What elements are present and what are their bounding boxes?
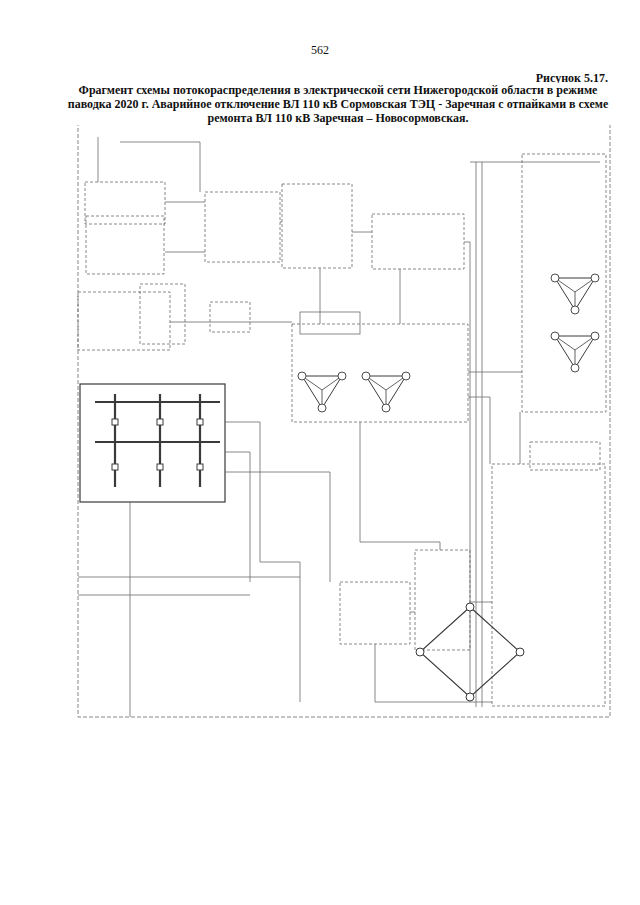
ring-node (516, 648, 524, 656)
bus-bar (95, 401, 220, 403)
transformer-symbol (298, 372, 346, 412)
ring-node (466, 603, 474, 611)
power-line (470, 602, 492, 603)
power-line (98, 137, 99, 182)
transformer-symbol (362, 372, 410, 412)
substation-block (80, 384, 225, 502)
substation-frame (292, 324, 468, 422)
power-line (165, 202, 205, 203)
substation-frame (140, 284, 185, 344)
power-line (280, 222, 282, 223)
bus-bar (114, 394, 116, 487)
substation-frame (78, 292, 170, 350)
bus-bar (159, 394, 161, 487)
power-line (482, 162, 483, 707)
substation-frame (85, 182, 165, 224)
power-line (468, 397, 490, 464)
power-line (225, 472, 330, 582)
power-line (150, 122, 610, 717)
figure-caption-holder: Фрагмент схемы потокораспределения в эле… (58, 83, 618, 126)
power-line (476, 162, 477, 707)
power-line (78, 122, 610, 717)
power-line (170, 322, 292, 323)
substation-frame (530, 442, 600, 470)
switch-symbol (112, 464, 118, 470)
switch-symbol (112, 419, 118, 425)
power-line (470, 162, 600, 163)
substation-frame (86, 216, 164, 274)
switch-symbol (157, 419, 163, 425)
switch-symbol (197, 419, 203, 425)
ring-scheme (420, 607, 520, 697)
bus-bar (95, 441, 220, 443)
power-line (130, 502, 131, 717)
scheme-group (78, 122, 610, 717)
power-line (400, 269, 401, 324)
power-line (225, 422, 300, 702)
bus-bar (199, 394, 201, 487)
substation-frame (340, 582, 410, 644)
power-line (165, 252, 205, 253)
transformer-symbol (551, 274, 599, 314)
substation-frame (282, 184, 352, 268)
ring-node (466, 693, 474, 701)
transformer-symbol (551, 332, 599, 372)
power-line (360, 422, 440, 550)
power-line (520, 412, 521, 464)
substation-frame (522, 154, 606, 412)
power-line (225, 452, 250, 582)
power-line (78, 577, 300, 578)
ring-node (416, 648, 424, 656)
power-line (320, 268, 321, 324)
substation-frame (205, 192, 280, 262)
switch-symbol (157, 464, 163, 470)
power-line (468, 372, 522, 373)
substation-frame (415, 550, 470, 650)
figure-caption: Фрагмент схемы потокораспределения в эле… (58, 83, 618, 125)
substation-frame (300, 312, 360, 334)
power-line (464, 242, 470, 702)
power-line (352, 232, 372, 233)
page-number: 562 (311, 43, 329, 57)
power-line (410, 612, 415, 613)
substation-frame (372, 214, 464, 269)
switch-symbol (197, 464, 203, 470)
page-number-holder: 562 (0, 40, 640, 58)
power-line (120, 142, 200, 192)
substation-frame (492, 464, 605, 706)
substation-frame (210, 302, 250, 332)
power-line (78, 595, 250, 596)
